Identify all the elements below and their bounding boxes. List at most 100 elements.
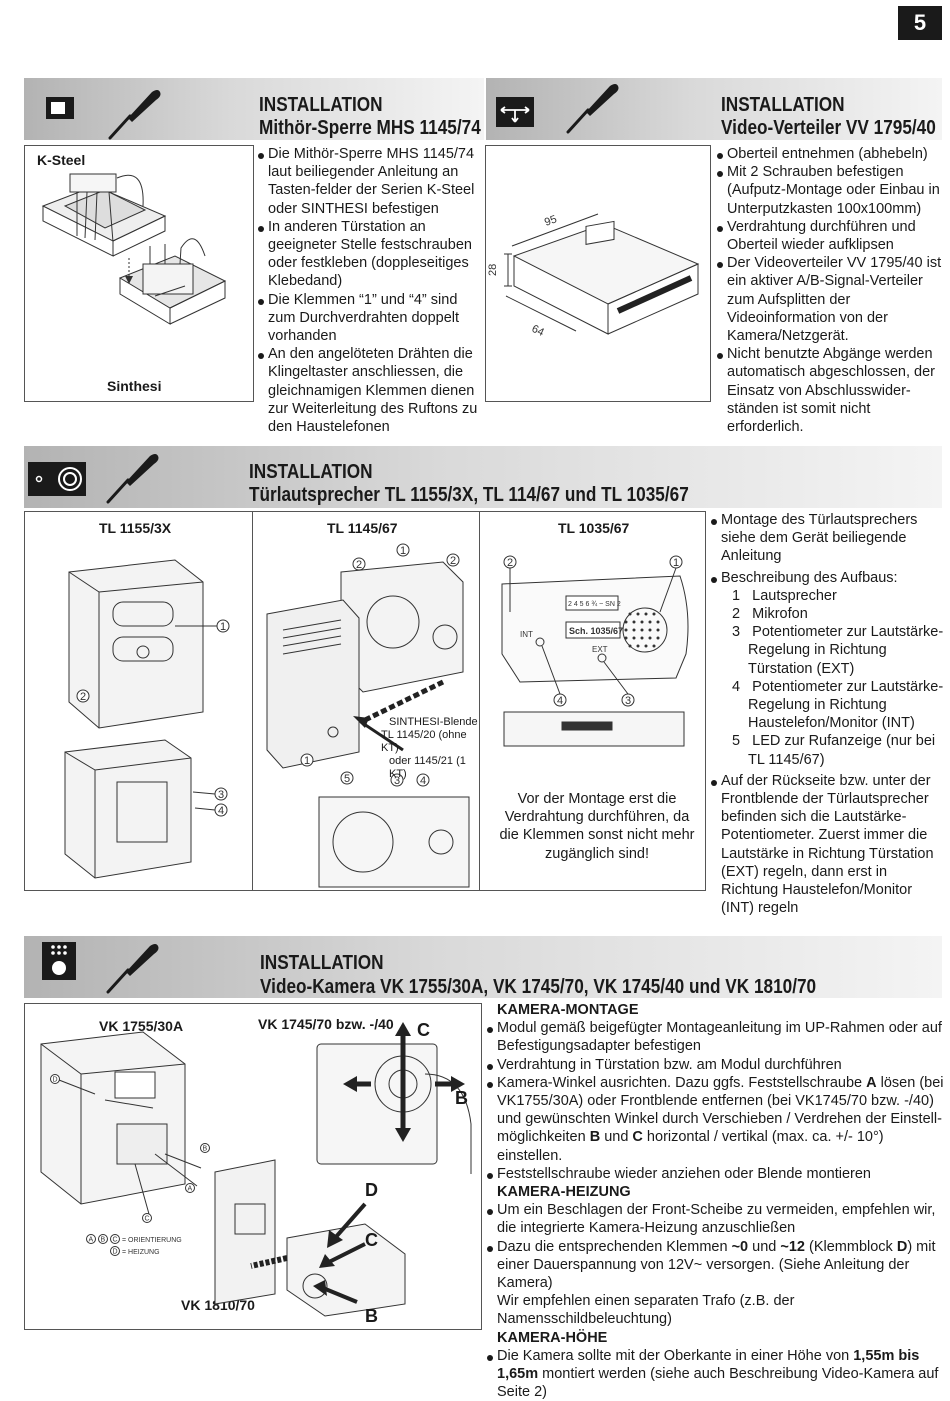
text: Die Kamera sollte mit der Oberkante in e… — [497, 1347, 854, 1364]
section2-title-line1: INSTALLATION — [721, 94, 845, 116]
section1-title-line1: INSTALLATION — [259, 94, 383, 116]
bold-letter-a: A — [866, 1074, 877, 1091]
part-item: 5 LED zur Rufanzeige (nur bei TL 1145/67… — [722, 732, 944, 768]
section3-bullet: Montage des Türlautsprechers siehe dem G… — [710, 511, 944, 566]
blende-line: TL 1145/20 (ohne KT) — [381, 729, 467, 754]
letter-d: D — [365, 1180, 378, 1200]
section3-bullet: Beschreibung des Aufbaus: — [710, 569, 944, 587]
section2-title-line2: Video-Verteiler VV 1795/40 — [721, 117, 936, 139]
section2-bullet: Nicht benutzte Abgänge werden automatisc… — [716, 345, 944, 436]
part-number: 2 — [732, 606, 741, 623]
part-item: 4 Potentiometer zur Lautstärke-Regelung … — [722, 678, 944, 733]
part-number: 4 — [732, 678, 741, 695]
splitter-arrows-icon — [500, 106, 530, 123]
section3-header-band — [24, 446, 942, 508]
marker-2: 2 — [507, 557, 513, 569]
blende-line: SINTHESI-Blende — [389, 716, 478, 728]
letter-c: C — [365, 1230, 378, 1250]
screwdriver-icon — [108, 90, 161, 140]
video-splitter-illustration: 95 28 64 — [487, 213, 700, 339]
text: (Klemmblock — [804, 1238, 897, 1255]
bold-letter-b: B — [589, 1129, 601, 1146]
screwdriver-icon — [106, 944, 159, 994]
text: montiert werden (siehe auch Beschreibung… — [497, 1366, 939, 1401]
section2-instructions: Oberteil entnehmen (abhebeln) Mit 2 Schr… — [716, 145, 944, 436]
section1-bullet: In anderen Türstation an geeigneter Stel… — [257, 218, 483, 291]
section1-bullet: Die Mithör-Sperre MHS 1145/74 laut beili… — [257, 145, 483, 218]
pcb-int-label: INT — [520, 630, 533, 639]
section4-bullet: Modul gemäß beigefügter Montageanleitung… — [486, 1019, 944, 1055]
text: und — [600, 1129, 633, 1146]
section4-bullet: Um ein Beschlagen der Front-Scheibe zu v… — [486, 1201, 944, 1237]
door-speaker-icon — [28, 462, 86, 496]
section4-title-line2: Video-Kamera VK 1755/30A, VK 1745/70, VK… — [260, 976, 817, 998]
part-text: Lautsprecher — [752, 587, 837, 604]
marker-a: A — [188, 1186, 193, 1193]
legend-marker-a: A — [89, 1237, 94, 1244]
section2-header-band — [486, 78, 942, 140]
section2-bullet: Mit 2 Schrauben befestigen (Aufputz-Mont… — [716, 163, 944, 218]
bold-terminal: ~12 — [780, 1238, 805, 1255]
text: Dazu die entsprechenden Klemmen — [497, 1238, 732, 1255]
section1-bullet: An den angelöteten Drähten die Klingelta… — [257, 345, 483, 436]
section1-title-line2: Mithör-Sperre MHS 1145/74 — [259, 117, 481, 139]
bold-letter-d: D — [896, 1238, 908, 1255]
part-number: 3 — [732, 624, 741, 641]
camera-dots-icon — [51, 945, 67, 975]
section4-bullet: Kamera-Winkel ausrichten. Dazu ggfs. Fes… — [486, 1074, 944, 1165]
label-sinthesi: Sinthesi — [107, 378, 162, 394]
section2-bullet: Der Videoverteiler VV 1795/40 ist ein ak… — [716, 254, 944, 345]
pcb-label: Sch. 1035/67 — [569, 626, 623, 636]
section4-bullet: Die Kamera sollte mit der Oberkante in e… — [486, 1347, 944, 1401]
section1-instructions: Die Mithör-Sperre MHS 1145/74 laut beili… — [257, 145, 483, 436]
marker-1: 1 — [673, 557, 679, 569]
section3-title-line2: Türlautsprecher TL 1155/3X, TL 114/67 un… — [249, 484, 689, 506]
lock-module-icon — [46, 97, 74, 119]
wiring-note: Vor der Montage erst die Verdrahtung dur… — [499, 791, 695, 862]
video-splitter-icon — [496, 97, 534, 127]
text: Kamera-Winkel ausrichten. Dazu ggfs. Fes… — [497, 1074, 867, 1091]
speaker-icon — [35, 467, 82, 491]
pcb-terminals: 2 4 5 6 ¾ ~ SN 2 — [568, 601, 621, 608]
marker-3: 3 — [218, 789, 224, 801]
marker-4: 4 — [218, 805, 224, 817]
marker-c: C — [145, 1216, 150, 1223]
section1-figure-box: K-Steel Sinthesi — [24, 145, 254, 402]
part-number: 1 — [732, 587, 741, 604]
marker-b: B — [203, 1146, 208, 1153]
text: lösen (bei VK1755/30A) oder Frontblende … — [497, 1074, 944, 1146]
part-text: Potentiometer zur Lautstärke-Regelung in… — [748, 624, 944, 677]
screwdriver-icon — [566, 84, 619, 134]
section3-bullet: Auf der Rückseite bzw. unter der Frontbl… — [710, 772, 944, 918]
section4-bullet: Verdrahtung in Türstation bzw. am Modul … — [486, 1056, 944, 1074]
section3-figure-box: TL 1155/3X TL 1145/67 TL 1035/67 1 2 3 4 — [24, 511, 706, 891]
marker-4: 4 — [557, 695, 563, 707]
section2-bullet: Oberteil entnehmen (abhebeln) — [716, 145, 944, 163]
part-text: Potentiometer zur Lautstärke-Regelung in… — [748, 678, 944, 732]
letter-c: C — [417, 1020, 430, 1040]
marker-3: 3 — [394, 775, 400, 787]
bold-terminal: ~0 — [731, 1238, 749, 1255]
label-tl1145: TL 1145/67 — [327, 520, 398, 536]
section2-bullet: Verdrahtung durchführen und Oberteil wie… — [716, 218, 944, 254]
marker-1: 1 — [304, 755, 310, 767]
section1-header-band — [24, 78, 484, 140]
dim-95: 95 — [543, 213, 559, 228]
text: und — [748, 1238, 781, 1255]
legend-marker-d: D — [113, 1249, 118, 1256]
part-text: Mikrofon — [752, 606, 808, 623]
text: Wir empfehlen einen separaten Trafo (z.B… — [497, 1293, 795, 1328]
label-tl1155: TL 1155/3X — [99, 520, 172, 536]
label-ksteel: K-Steel — [37, 152, 86, 168]
marker-4: 4 — [420, 775, 426, 787]
letter-b: B — [365, 1306, 378, 1326]
part-item: 2 Mikrofon — [722, 605, 944, 623]
page-number: 5 — [898, 6, 942, 40]
pcb-ext-label: EXT — [592, 645, 608, 654]
marker-3: 3 — [625, 695, 631, 707]
dim-28: 28 — [487, 264, 499, 276]
video-camera-icon — [42, 942, 76, 980]
tl1155-illustration: 1 2 3 4 — [64, 559, 230, 879]
divider — [252, 512, 253, 890]
section4-title-line1: INSTALLATION — [260, 952, 384, 974]
